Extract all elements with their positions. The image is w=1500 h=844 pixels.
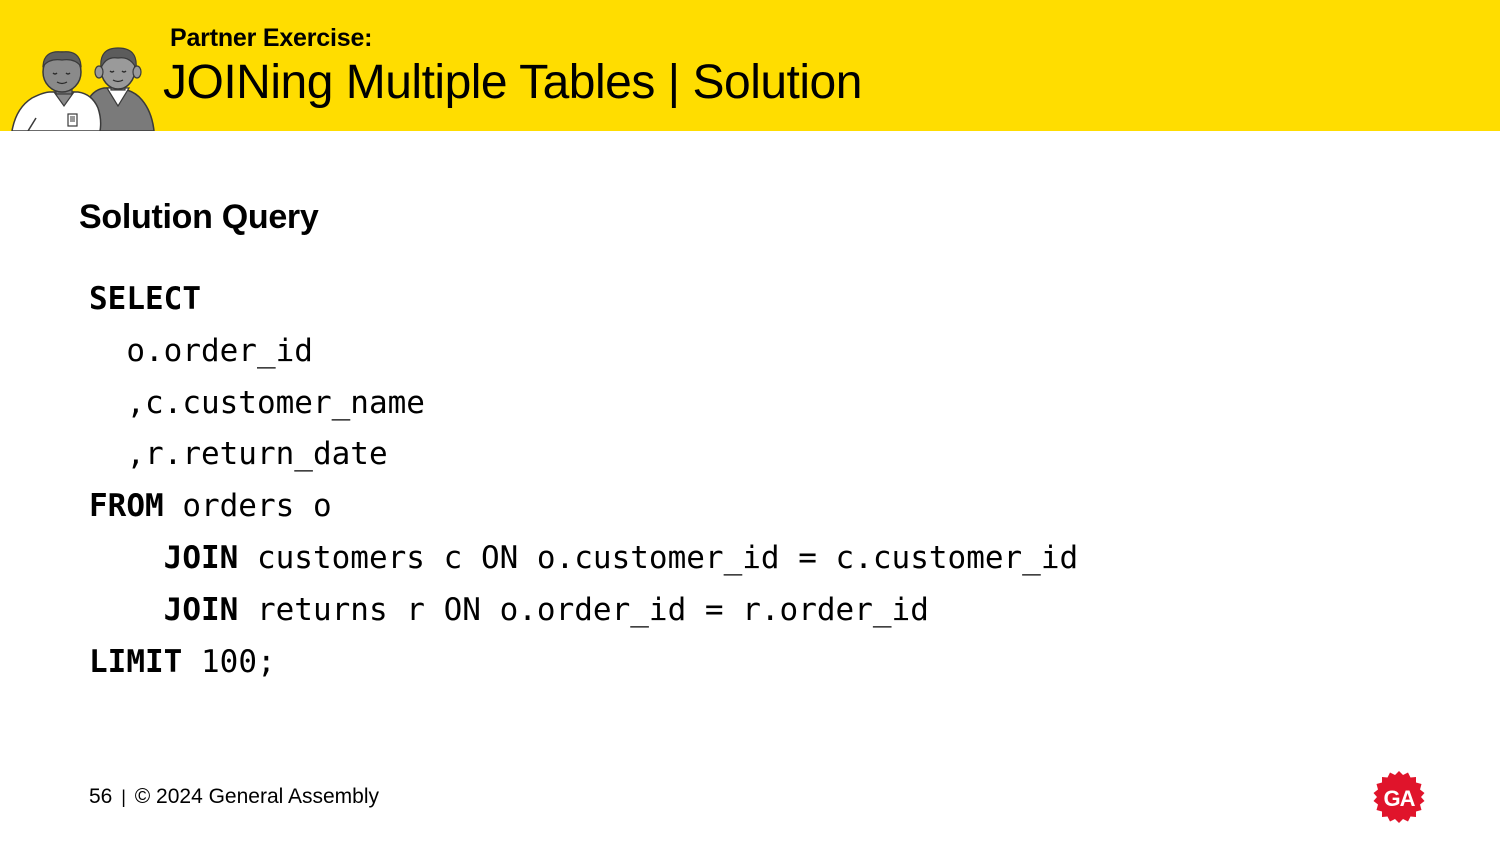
footer-separator: |: [121, 787, 126, 807]
code-line: SELECT: [89, 274, 1078, 326]
general-assembly-logo-icon: GA: [1373, 771, 1425, 823]
sql-keyword: SELECT: [89, 281, 201, 317]
code-line: JOIN customers c ON o.customer_id = c.cu…: [89, 533, 1079, 585]
section-heading: Solution Query: [79, 198, 319, 236]
slide-header: Partner Exercise: JOINing Multiple Table…: [0, 0, 1500, 131]
logo-text: GA: [1384, 786, 1416, 811]
slide-kicker: Partner Exercise:: [170, 24, 373, 52]
page-number: 56: [89, 785, 113, 808]
sql-keyword: JOIN: [163, 591, 239, 628]
sql-text: orders o: [163, 488, 332, 525]
sql-text: 100;: [182, 643, 276, 680]
sql-keyword: LIMIT: [89, 643, 183, 680]
code-indent: [89, 385, 126, 421]
slide-title: JOINing Multiple Tables | Solution: [163, 56, 862, 109]
code-line: ,c.customer_name: [89, 378, 1078, 430]
sql-text: customers c ON o.customer_id = c.custome…: [238, 539, 1079, 576]
sql-keyword: JOIN: [163, 539, 239, 576]
two-people-illustration-icon: [11, 47, 155, 131]
sql-text: ,c.customer_name: [126, 384, 425, 421]
slide-footer: 56 | © 2024 General Assembly: [89, 785, 379, 809]
code-line: o.order_id: [89, 326, 1078, 378]
code-indent: [89, 540, 164, 576]
code-indent: [89, 436, 126, 472]
code-indent: [89, 592, 164, 628]
sql-text: returns r ON o.order_id = r.order_id: [238, 591, 929, 628]
code-line: LIMIT 100;: [89, 637, 1078, 689]
code-line: ,r.return_date: [89, 429, 1078, 481]
sql-code-block: SELECT o.order_id ,c.customer_name ,r.re…: [89, 274, 1078, 688]
sql-text: o.order_id: [126, 332, 313, 369]
code-indent: [89, 333, 126, 369]
code-line: JOIN returns r ON o.order_id = r.order_i…: [89, 585, 1078, 637]
copyright-text: © 2024 General Assembly: [134, 785, 380, 808]
code-line: FROM orders o: [89, 481, 1078, 533]
sql-keyword: FROM: [89, 488, 164, 525]
sql-text: ,r.return_date: [126, 436, 388, 473]
